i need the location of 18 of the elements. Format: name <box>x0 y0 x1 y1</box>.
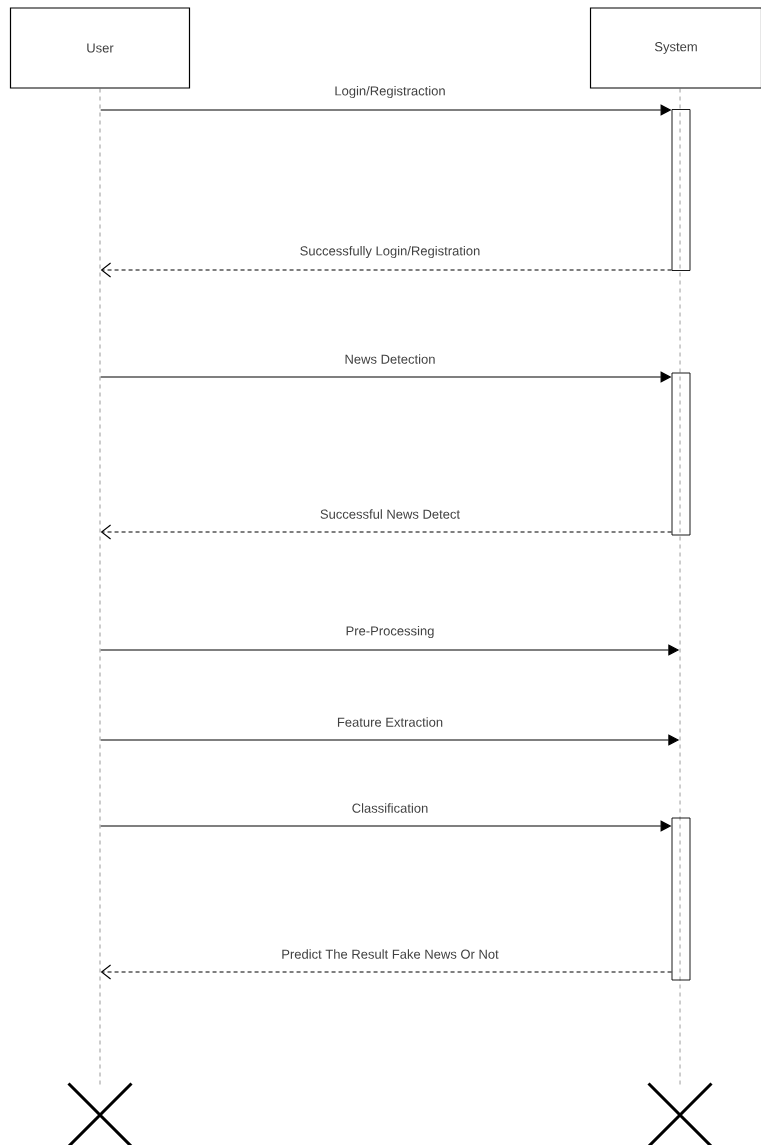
message-arrow <box>100 964 673 980</box>
destroy-mark <box>67 1082 133 1145</box>
lifeline-head-box: User <box>9 7 191 89</box>
edge-label: Predict The Result Fake News Or Not <box>282 949 499 959</box>
edge-label: Successful News Detect <box>320 509 460 519</box>
activation-bar <box>671 109 691 271</box>
message-arrow <box>100 262 673 278</box>
activation-bar <box>671 372 691 536</box>
edge-label: Pre-Processing <box>346 625 434 639</box>
destroy-mark <box>647 1082 713 1145</box>
edge-label: Classification <box>352 803 428 813</box>
activation-bar <box>671 817 691 981</box>
edge-label: Successfully Login/Registration <box>300 245 480 259</box>
edge-label: News Detection <box>345 354 435 364</box>
edge-label: Feature Extraction <box>337 717 443 727</box>
edge-label: Login/Registraction <box>335 85 445 99</box>
lifeline-head-box: System <box>589 7 761 89</box>
message-arrow <box>100 524 673 540</box>
